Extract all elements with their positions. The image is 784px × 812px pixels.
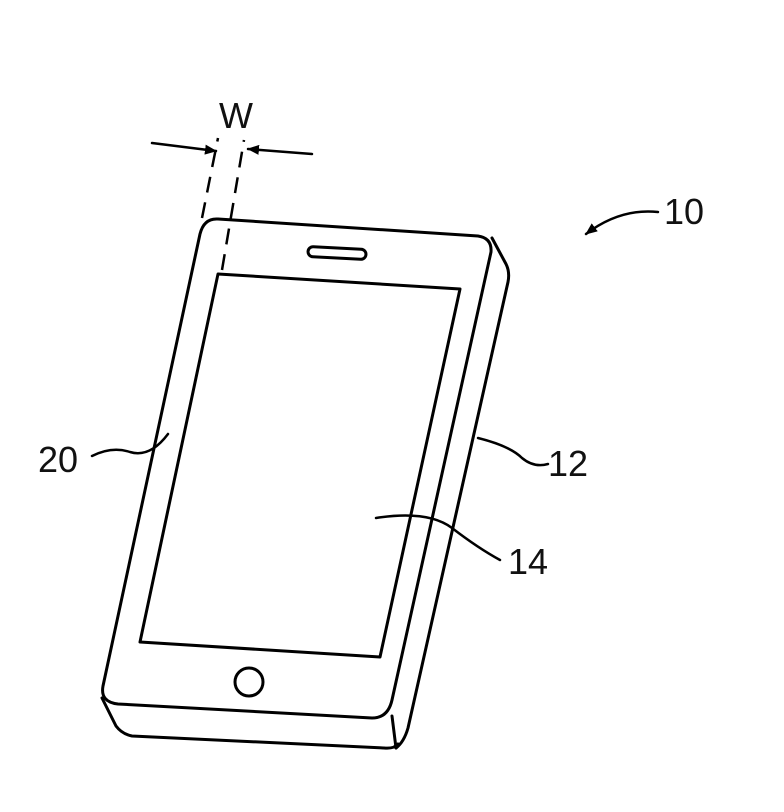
device-housing-side	[100, 236, 511, 750]
speaker-slot	[306, 245, 368, 261]
display-screen	[138, 272, 462, 659]
device-reference-arrow	[584, 210, 660, 236]
label-device: 10	[664, 191, 704, 232]
leader-line-12	[476, 436, 550, 467]
home-button	[233, 666, 265, 698]
label-housing: 12	[548, 443, 588, 484]
label-border: 20	[38, 439, 78, 480]
label-display: 14	[508, 541, 548, 582]
leader-line-14	[374, 514, 502, 562]
device-front-face	[101, 217, 493, 720]
leader-line-20	[90, 432, 170, 458]
label-width: W	[219, 95, 253, 136]
width-dimension	[150, 137, 314, 271]
